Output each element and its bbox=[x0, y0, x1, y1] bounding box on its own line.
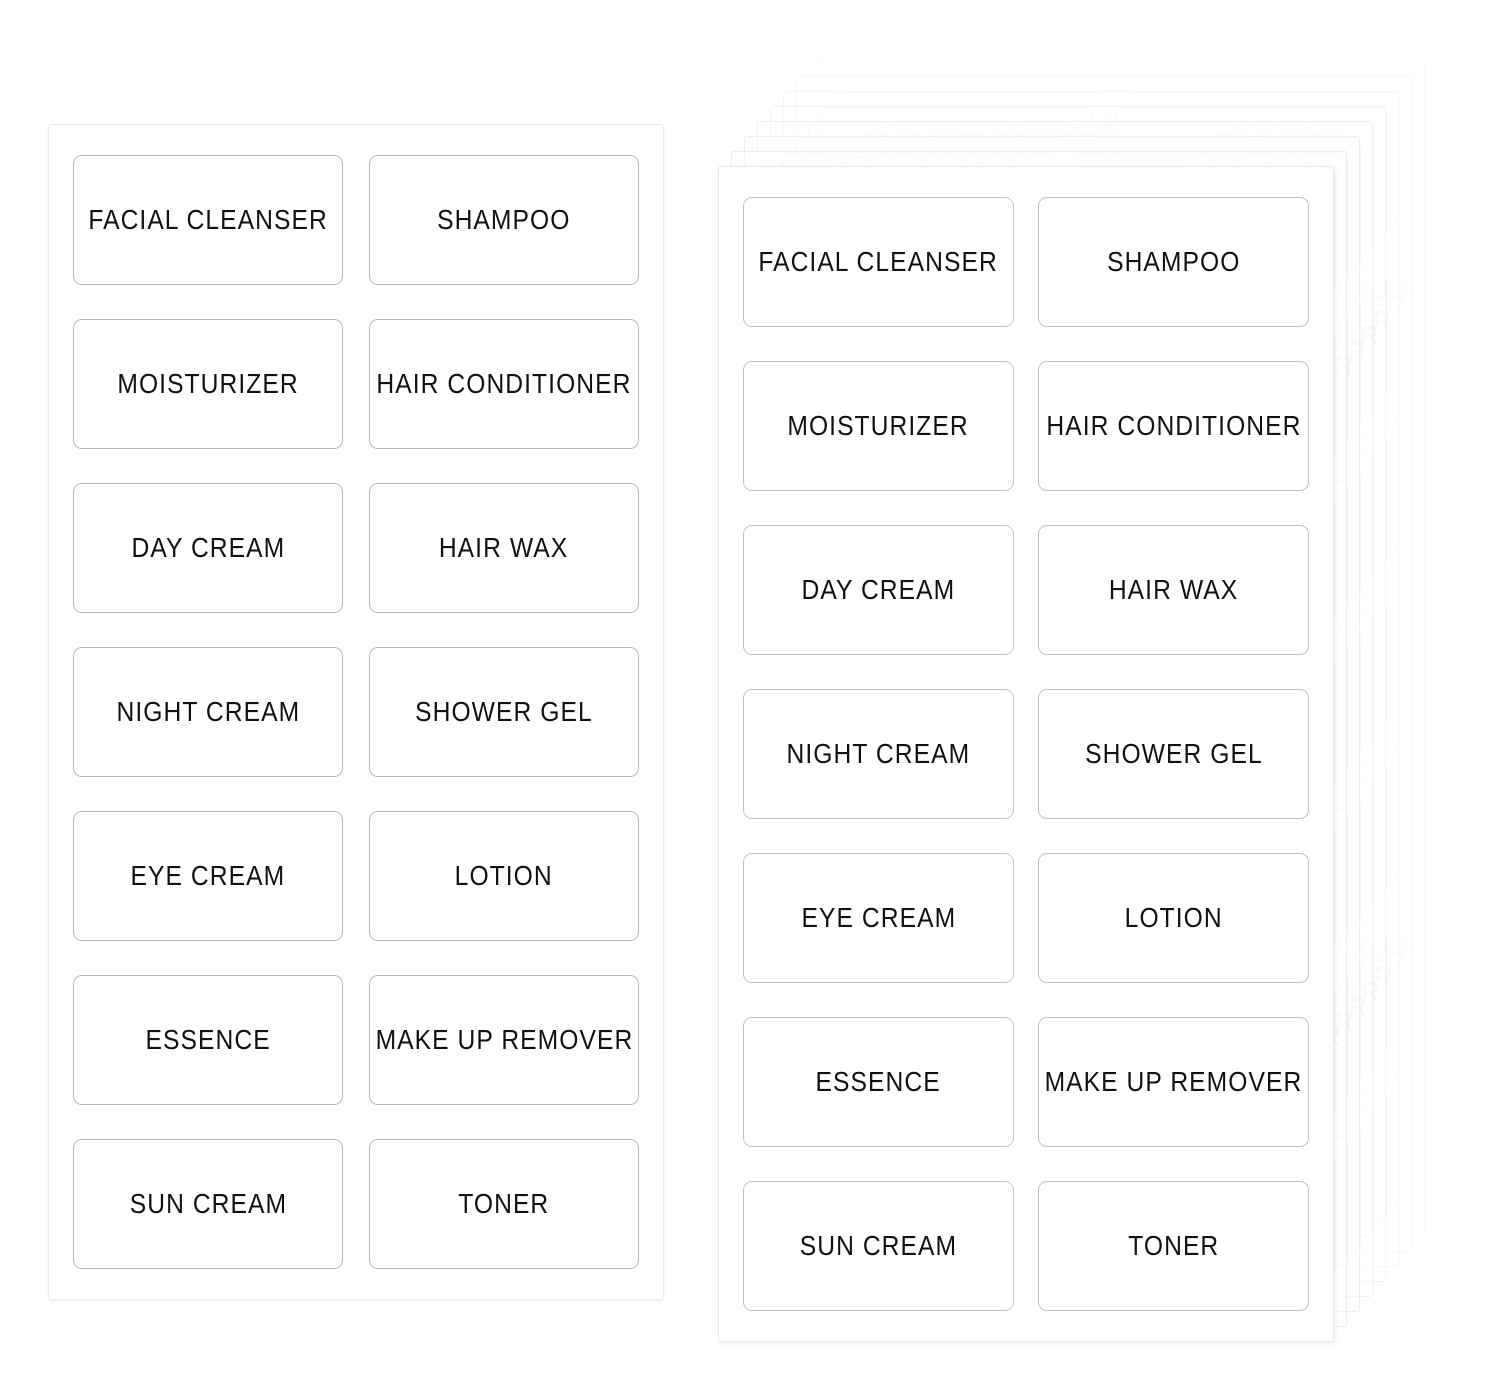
label-text: SHOWER GEL bbox=[1084, 738, 1263, 769]
label-cell[interactable]: TONER bbox=[369, 1139, 639, 1269]
label-cell[interactable]: ESSENCE bbox=[743, 1017, 1014, 1147]
label-text: DAY CREAM bbox=[801, 574, 956, 605]
label-text: ESSENCE bbox=[815, 1066, 942, 1097]
label-cell[interactable]: LOTION bbox=[369, 811, 639, 941]
label-text: SHAMPOO bbox=[1106, 246, 1241, 277]
label-cell[interactable]: SHOWER GEL bbox=[369, 647, 639, 777]
label-cell[interactable]: DAY CREAM bbox=[743, 525, 1014, 655]
label-cell[interactable]: ESSENCE bbox=[73, 975, 343, 1105]
label-text: HAIR CONDITIONER bbox=[1045, 410, 1302, 441]
label-text: MAKE UP REMOVER bbox=[1044, 1066, 1303, 1097]
label-grid: FACIAL CLEANSER SHAMPOO MOISTURIZER HAIR CO… bbox=[743, 197, 1309, 1311]
label-text: TONER bbox=[1127, 1230, 1220, 1261]
label-text: SHAMPOO bbox=[1198, 143, 1331, 171]
label-cell[interactable]: MOISTURIZER bbox=[73, 319, 343, 449]
label-cell[interactable]: MAKE UP REMOVER bbox=[369, 975, 639, 1105]
label-text: ESSENCE bbox=[145, 1024, 271, 1055]
label-text: SUN CREAM bbox=[129, 1188, 287, 1219]
label-cell[interactable]: DAY CREAM bbox=[73, 483, 343, 613]
label-cell[interactable]: TONER bbox=[1038, 1181, 1309, 1311]
label-text: SHOWER GEL bbox=[415, 696, 593, 727]
label-cell[interactable]: FACIAL CLEANSER bbox=[743, 197, 1014, 327]
label-cell[interactable]: MOISTURIZER bbox=[743, 361, 1014, 491]
label-text: EYE CREAM bbox=[801, 902, 956, 933]
label-sheet-stack-front[interactable]: FACIAL CLEANSER SHAMPOO MOISTURIZER HAIR CO… bbox=[718, 166, 1334, 1342]
label-text: MOISTURIZER bbox=[787, 410, 970, 441]
label-text: LOTION bbox=[1124, 902, 1223, 933]
label-text: MOISTURIZER bbox=[117, 368, 299, 399]
label-text: NIGHT CREAM bbox=[786, 738, 971, 769]
label-cell[interactable]: SHAMPOO bbox=[1038, 197, 1309, 327]
label-cell[interactable]: MAKE UP REMOVER bbox=[1038, 1017, 1309, 1147]
label-cell[interactable]: NIGHT CREAM bbox=[743, 689, 1014, 819]
label-cell[interactable]: SUN CREAM bbox=[743, 1181, 1014, 1311]
label-sheet-front-single[interactable]: FACIAL CLEANSER SHAMPOO MOISTURIZER HAIR… bbox=[48, 124, 664, 1300]
label-text: MAKE UP REMOVER bbox=[375, 1024, 633, 1055]
label-cell[interactable]: LOTION bbox=[1038, 853, 1309, 983]
label-text: FACIAL CLEANSER bbox=[758, 246, 999, 277]
label-cell[interactable]: FACIAL CLEANSER bbox=[73, 155, 343, 285]
label-grid: FACIAL CLEANSER SHAMPOO MOISTURIZER HAIR… bbox=[73, 155, 639, 1269]
label-text: EYE CREAM bbox=[130, 860, 286, 891]
label-cell[interactable]: HAIR CONDITIONER bbox=[1038, 361, 1309, 491]
label-text: NIGHT CREAM bbox=[116, 696, 300, 727]
label-text: HAIR WAX bbox=[439, 532, 569, 563]
label-cell[interactable]: HAIR WAX bbox=[1038, 525, 1309, 655]
label-text: SHAMPOO bbox=[437, 204, 571, 235]
label-text: TONER bbox=[458, 1188, 550, 1219]
label-text: FACIAL CLEANSER bbox=[88, 204, 328, 235]
label-text: LOTION bbox=[454, 860, 554, 891]
label-cell[interactable]: EYE CREAM bbox=[73, 811, 343, 941]
label-text: DAY CREAM bbox=[131, 532, 285, 563]
label-cell[interactable]: SUN CREAM bbox=[73, 1139, 343, 1269]
label-text: HAIR WAX bbox=[1108, 574, 1239, 605]
label-cell[interactable]: HAIR WAX bbox=[369, 483, 639, 613]
label-text: HAIR CONDITIONER bbox=[376, 368, 632, 399]
label-text: SUN CREAM bbox=[799, 1230, 958, 1261]
label-cell[interactable]: NIGHT CREAM bbox=[73, 647, 343, 777]
label-cell[interactable]: SHOWER GEL bbox=[1038, 689, 1309, 819]
label-cell[interactable]: EYE CREAM bbox=[743, 853, 1014, 983]
label-cell[interactable]: SHAMPOO bbox=[369, 155, 639, 285]
label-cell[interactable]: HAIR CONDITIONER bbox=[369, 319, 639, 449]
